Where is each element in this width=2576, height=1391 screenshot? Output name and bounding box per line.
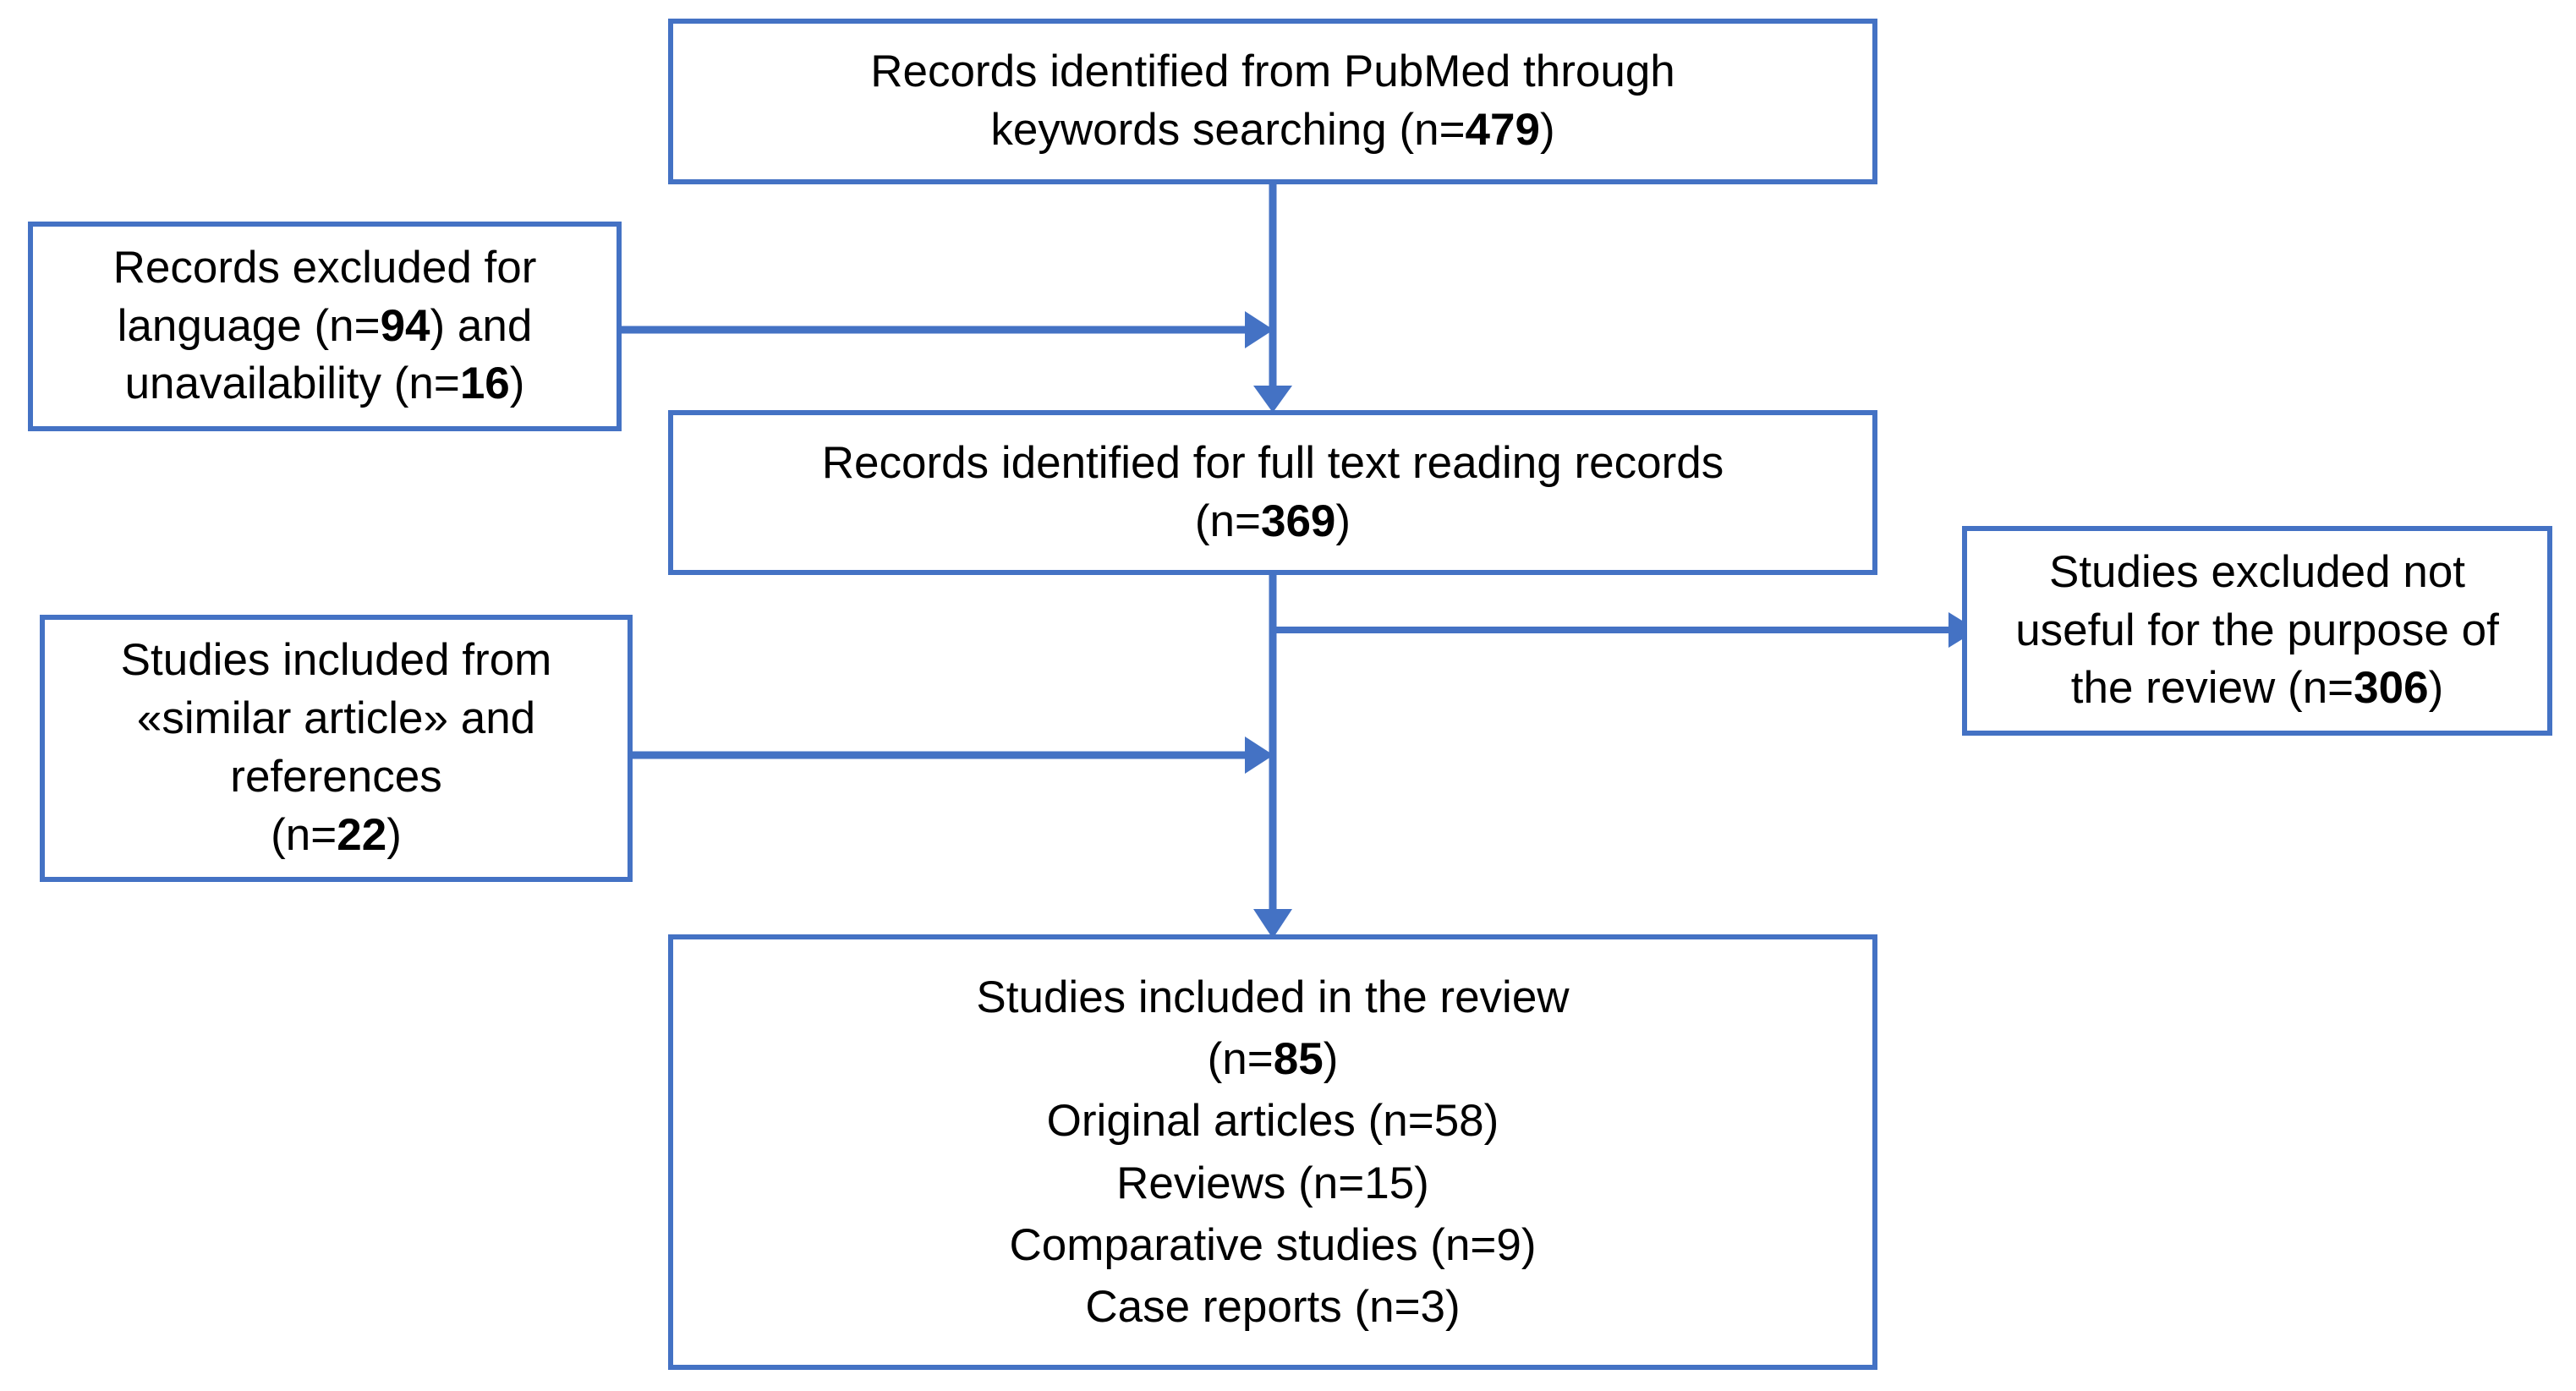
node-text: Records identified from PubMed through k…	[685, 43, 1861, 160]
text-segment: unavailability (n=	[124, 359, 460, 409]
connector-excluded-to-trunk	[622, 311, 1274, 348]
node-text: Studies excluded not useful for the purp…	[1979, 544, 2535, 719]
connector-fulltext-to-studies-excluded	[1273, 612, 1977, 648]
text-line: keywords searching (n=479)	[685, 101, 1861, 160]
count-value: 16	[459, 359, 510, 409]
connector-sources-to-trunk	[633, 737, 1274, 774]
node-records-excluded: Records excluded for language (n=94) and…	[28, 222, 622, 431]
text-segment: )	[1539, 105, 1555, 155]
text-line: «similar article» and	[136, 693, 536, 744]
text-line: references	[230, 752, 442, 802]
node-studies-excluded: Studies excluded not useful for the purp…	[1962, 526, 2552, 736]
node-text: Records excluded for language (n=94) and…	[45, 239, 605, 414]
text-segment: )	[1335, 496, 1351, 546]
count-value: 369	[1260, 496, 1336, 546]
text-line: Studies included in the review	[976, 972, 1570, 1023]
node-text: Records identified for full text reading…	[685, 435, 1861, 551]
node-text: Studies included from «similar article» …	[57, 632, 616, 865]
text-segment: (n=	[271, 809, 337, 860]
text-line: unavailability (n=16)	[45, 355, 605, 413]
text-segment: )	[1323, 1034, 1339, 1085]
node-studies-included-in-review: Studies included in the review (n=85) Or…	[668, 934, 1877, 1370]
count-value: 22	[337, 809, 387, 860]
node-fulltext-reading: Records identified for full text reading…	[668, 410, 1877, 575]
text-line: Records excluded for	[112, 242, 537, 293]
text-line: Case reports (n=3)	[1085, 1281, 1461, 1332]
text-segment: )	[509, 359, 525, 409]
text-line: Records identified for full text reading…	[821, 437, 1724, 488]
text-line: Comparative studies (n=9)	[1009, 1219, 1537, 1270]
node-text: Studies included in the review (n=85) Or…	[685, 967, 1861, 1338]
text-segment: ) and	[430, 300, 533, 351]
text-segment: (n=	[1207, 1034, 1274, 1085]
text-line: (n=85)	[685, 1028, 1861, 1090]
text-segment: language (n=	[117, 300, 381, 351]
text-line: the review (n=306)	[1979, 660, 2535, 718]
text-line: Original articles (n=58)	[1046, 1096, 1499, 1147]
count-value: 94	[380, 300, 430, 351]
count-value: 306	[2354, 663, 2429, 714]
text-line: Reviews (n=15)	[1116, 1158, 1429, 1208]
text-line: language (n=94) and	[45, 298, 605, 356]
count-value: 479	[1465, 105, 1540, 155]
connector-identified-to-fulltext	[1253, 184, 1292, 413]
text-segment: the review (n=	[2070, 663, 2354, 714]
text-segment: )	[386, 809, 402, 860]
text-line: (n=22)	[57, 807, 616, 865]
node-records-identified: Records identified from PubMed through k…	[668, 19, 1877, 184]
connector-fulltext-to-review	[1253, 575, 1292, 939]
text-line: (n=369)	[685, 493, 1861, 551]
text-line: Studies excluded not	[2048, 546, 2466, 597]
count-value: 85	[1273, 1034, 1324, 1085]
text-segment: keywords searching (n=	[990, 105, 1466, 155]
text-line: Studies included from	[120, 635, 552, 686]
text-segment: (n=	[1194, 496, 1261, 546]
text-line: useful for the purpose of	[2015, 605, 2499, 655]
node-studies-included-sources: Studies included from «similar article» …	[40, 615, 633, 882]
text-segment: )	[2428, 663, 2444, 714]
text-line: Records identified from PubMed through	[870, 47, 1675, 97]
